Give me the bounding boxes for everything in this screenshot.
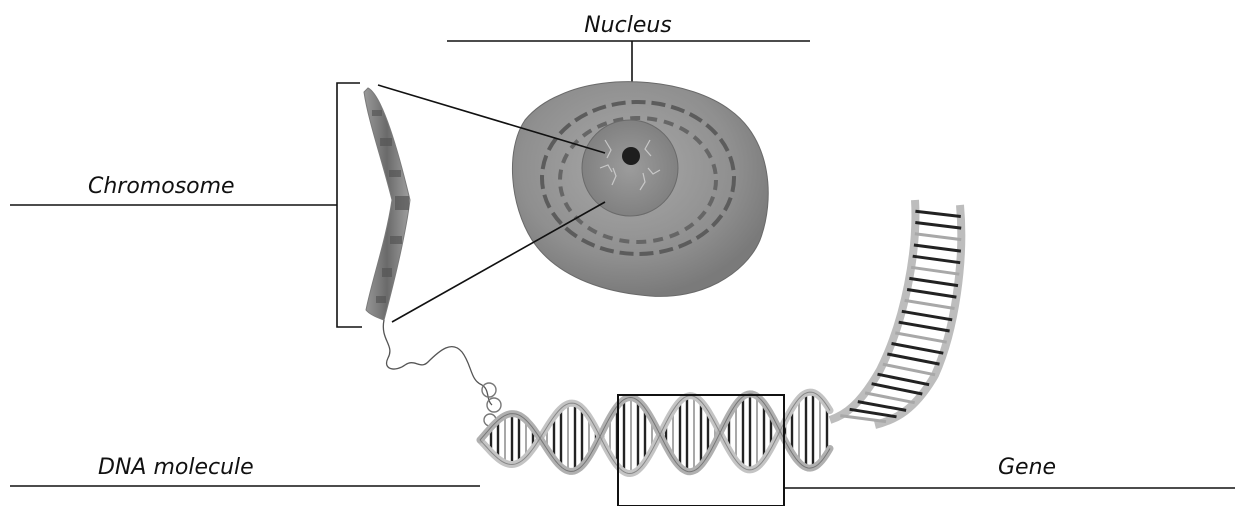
dna-molecule-label: DNA molecule — [98, 455, 254, 480]
ladder-base-pair — [858, 402, 906, 411]
ladder-base-pair — [878, 374, 930, 385]
chromosome-callout: Chromosome — [10, 83, 362, 327]
chromosome-label: Chromosome — [88, 174, 235, 199]
dna-helix — [480, 392, 830, 473]
ladder-base-pair — [914, 245, 961, 251]
ladder-base-pair — [850, 409, 897, 417]
chromatin-thread — [383, 320, 492, 405]
dna-molecule-callout: DNA molecule — [10, 455, 480, 486]
dna-strand-b — [480, 394, 830, 472]
ladder-base-pair — [883, 364, 935, 375]
chromosome — [364, 88, 410, 320]
ladder-base-pair — [913, 256, 961, 263]
ladder-base-pair — [895, 333, 946, 342]
nucleolus — [622, 147, 640, 165]
ladder-base-pair — [905, 300, 955, 308]
ladder-base-pair — [899, 322, 950, 331]
ladder-base-pair — [872, 384, 923, 394]
ladder-base-pair — [840, 416, 886, 422]
ladder-base-pair — [902, 311, 952, 320]
chromosome-bracket — [337, 83, 362, 327]
nucleus-body — [582, 120, 678, 216]
ladder-base-pair — [909, 278, 958, 285]
ladder-base-pair — [907, 290, 956, 298]
ladder-base-pair — [915, 211, 960, 216]
gene-label: Gene — [998, 455, 1056, 480]
ladder-base-pair — [915, 234, 961, 240]
ladder-base-pair — [892, 344, 944, 354]
dna-ladder-section — [830, 200, 961, 425]
nucleus-label: Nucleus — [584, 13, 672, 38]
gene-callout: Gene — [784, 455, 1235, 488]
cell — [512, 82, 768, 297]
ladder-base-pair — [911, 267, 959, 274]
ladder-base-pair — [887, 354, 939, 364]
ladder-base-pair — [915, 223, 961, 229]
ladder-base-pair — [865, 393, 915, 403]
